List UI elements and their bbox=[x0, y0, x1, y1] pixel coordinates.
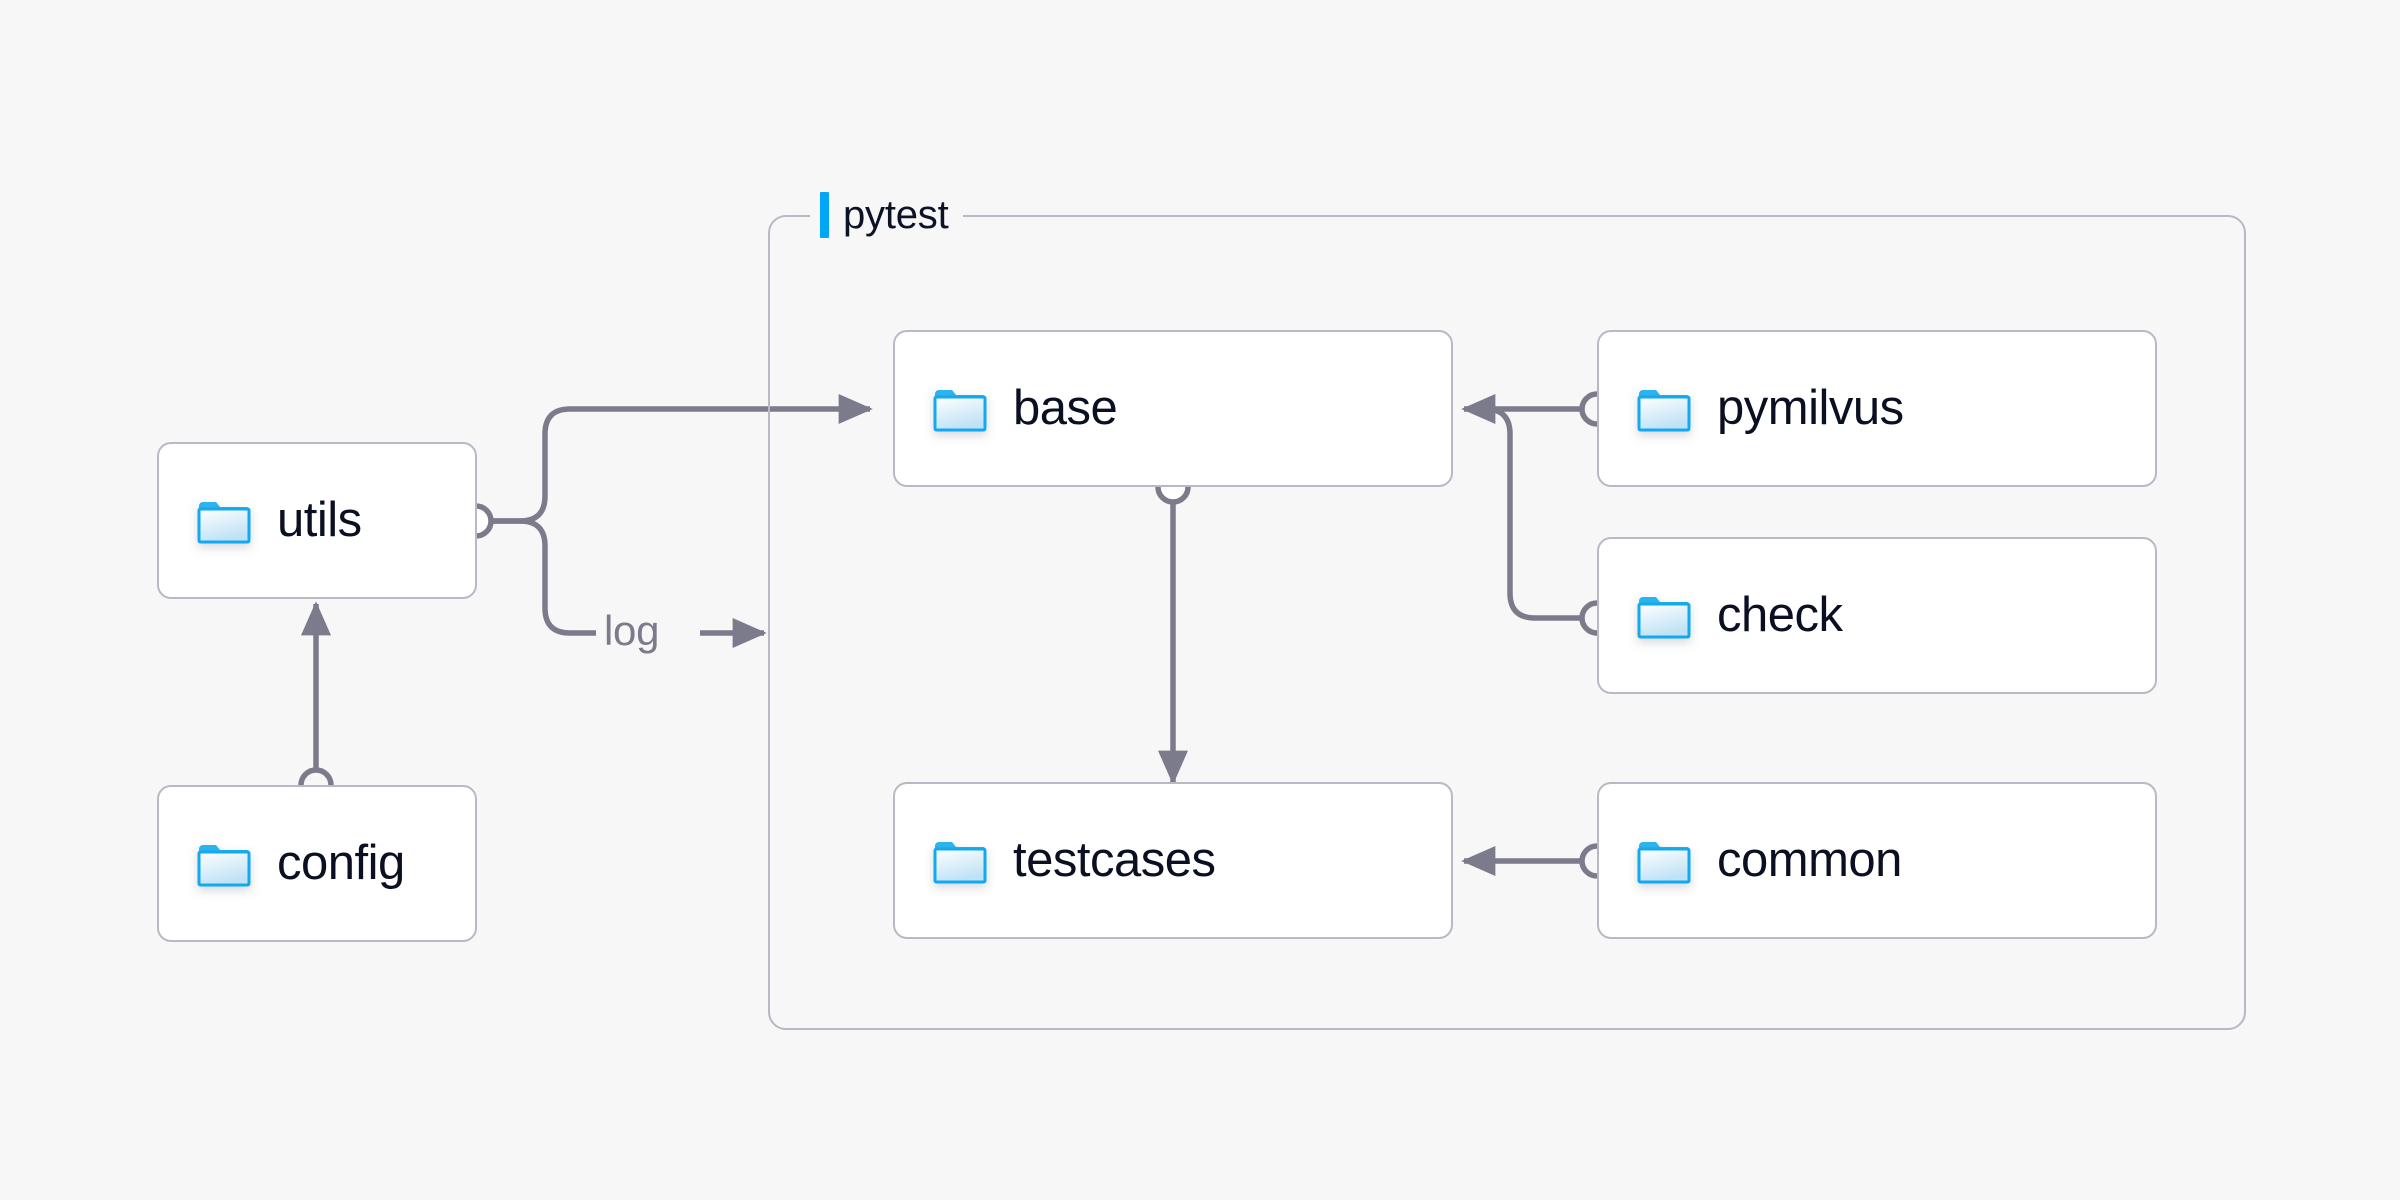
group-pytest-label: pytest bbox=[810, 187, 963, 243]
edge-config-to-utils bbox=[298, 601, 334, 803]
node-testcases-label: testcases bbox=[1013, 833, 1216, 887]
node-common-label: common bbox=[1717, 833, 1902, 887]
node-testcases[interactable]: testcases bbox=[893, 782, 1453, 939]
node-check-label: check bbox=[1717, 588, 1843, 642]
node-pymilvus[interactable]: pymilvus bbox=[1597, 330, 2157, 487]
folder-icon bbox=[197, 841, 251, 887]
node-utils-label: utils bbox=[277, 493, 362, 547]
folder-icon bbox=[933, 386, 987, 432]
node-config[interactable]: config bbox=[157, 785, 477, 942]
folder-icon bbox=[197, 498, 251, 544]
folder-icon bbox=[1637, 593, 1691, 639]
node-check[interactable]: check bbox=[1597, 537, 2157, 694]
folder-icon bbox=[1637, 838, 1691, 884]
edge-label-log: log bbox=[604, 607, 660, 654]
node-base-label: base bbox=[1013, 381, 1118, 435]
node-utils[interactable]: utils bbox=[157, 442, 477, 599]
group-accent-bar bbox=[820, 192, 829, 238]
folder-icon bbox=[1637, 386, 1691, 432]
node-common[interactable]: common bbox=[1597, 782, 2157, 939]
node-base[interactable]: base bbox=[893, 330, 1453, 487]
node-config-label: config bbox=[277, 836, 405, 890]
group-pytest[interactable] bbox=[768, 215, 2246, 1030]
node-pymilvus-label: pymilvus bbox=[1717, 381, 1904, 435]
folder-icon bbox=[933, 838, 987, 884]
group-pytest-label-text: pytest bbox=[843, 192, 949, 237]
